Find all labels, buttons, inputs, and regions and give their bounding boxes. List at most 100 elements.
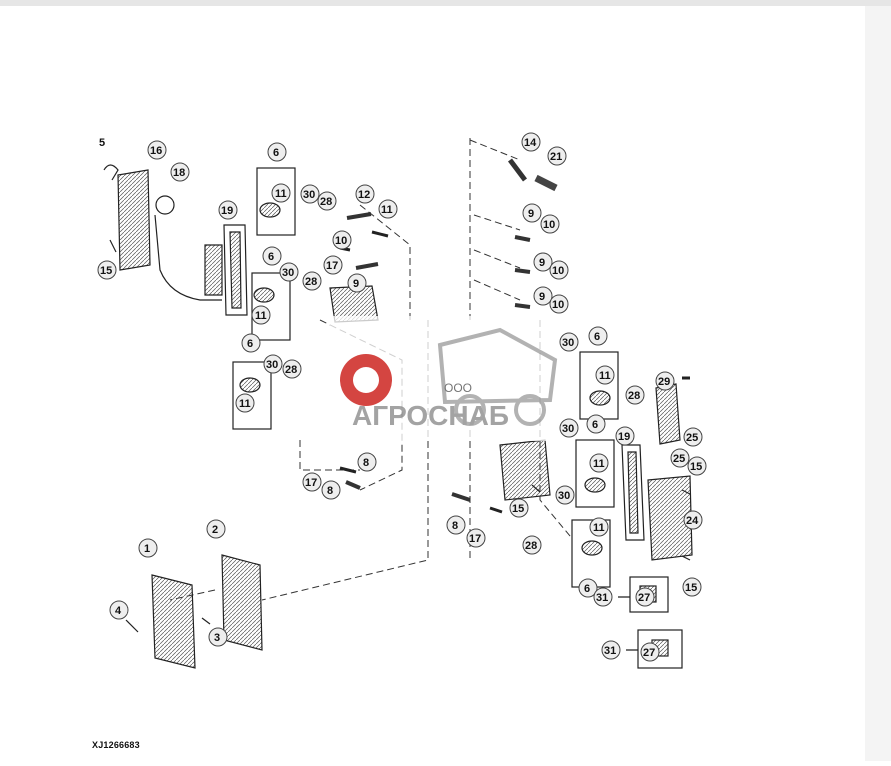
svg-text:6: 6 — [273, 147, 279, 159]
callout-10c: 10 — [549, 260, 569, 280]
callout-29: 29 — [655, 371, 675, 391]
callout-14: 14 — [521, 132, 541, 152]
svg-text:11: 11 — [593, 458, 605, 470]
callout-11: 11 — [271, 183, 291, 203]
callout-27: 28 — [317, 191, 337, 211]
svg-text:28: 28 — [628, 390, 640, 402]
exploded-parts-diagram: ООО АГРОСНАБ 5 16 18 15 19 6 11 30 28 12… — [97, 132, 707, 669]
callout-30d: 30 — [559, 332, 579, 352]
svg-text:17: 17 — [305, 477, 317, 489]
svg-text:30: 30 — [562, 423, 574, 435]
svg-text:31: 31 — [596, 592, 608, 604]
svg-text:17: 17 — [469, 533, 481, 545]
svg-text:8: 8 — [327, 485, 333, 497]
callout-30: 30 — [300, 184, 320, 204]
callout-19: 18 — [170, 162, 190, 182]
svg-text:15: 15 — [685, 582, 697, 594]
callout-30e: 30 — [559, 418, 579, 438]
svg-text:1: 1 — [144, 543, 150, 555]
svg-text:6: 6 — [592, 419, 598, 431]
svg-text:30: 30 — [558, 490, 570, 502]
diagram-canvas: ООО АГРОСНАБ 5 16 18 15 19 6 11 30 28 12… — [0, 6, 865, 761]
callout-11d: 11 — [595, 365, 615, 385]
callout-11e: 11 — [589, 453, 609, 473]
callout-10d: 10 — [549, 294, 569, 314]
callout-15b: 15 — [687, 456, 707, 476]
callout-27d: 28 — [522, 535, 542, 555]
svg-text:6: 6 — [594, 331, 600, 343]
callout-11f: 11 — [589, 517, 609, 537]
svg-text:19: 19 — [221, 205, 233, 217]
callout-27c: 28 — [282, 359, 302, 379]
callout-26: 27 — [635, 587, 655, 607]
callout-8b: 8 — [357, 452, 377, 472]
figure-id: XJ1266683 — [92, 740, 140, 750]
callout-21: 19 — [218, 200, 238, 220]
callout-30f: 30 — [555, 485, 575, 505]
svg-text:21: 21 — [550, 151, 562, 163]
svg-text:30: 30 — [282, 267, 294, 279]
svg-text:6: 6 — [584, 583, 590, 595]
callout-9d: 9 — [533, 286, 553, 306]
callout-25: 25 — [683, 427, 703, 447]
callout-17b: 17 — [466, 528, 486, 548]
watermark-company: АГРОСНАБ — [352, 400, 509, 431]
callout-26b: 27 — [640, 642, 660, 662]
callout-2: 2 — [206, 519, 226, 539]
svg-text:15: 15 — [512, 503, 524, 515]
svg-text:3: 3 — [214, 632, 220, 644]
svg-text:11: 11 — [275, 188, 287, 200]
callout-24: 24 — [683, 510, 703, 530]
callout-6e: 6 — [586, 414, 606, 434]
callout-30b: 30 — [279, 262, 299, 282]
svg-text:29: 29 — [658, 376, 670, 388]
svg-text:18: 18 — [173, 167, 185, 179]
svg-text:11: 11 — [381, 204, 393, 216]
svg-text:12: 12 — [358, 189, 370, 201]
svg-text:2: 2 — [212, 524, 218, 536]
callout-31: 31 — [593, 587, 613, 607]
callout-6d: 6 — [588, 326, 608, 346]
svg-text:6: 6 — [247, 338, 253, 350]
callout-10: 10 — [332, 230, 352, 250]
callout-8c: 8 — [446, 515, 466, 535]
callout-12: 11 — [378, 199, 398, 219]
svg-text:8: 8 — [452, 520, 458, 532]
svg-text:10: 10 — [543, 219, 555, 231]
svg-text:30: 30 — [266, 359, 278, 371]
callout-25b: 25 — [670, 448, 690, 468]
svg-text:16: 16 — [150, 145, 162, 157]
svg-text:28: 28 — [320, 196, 332, 208]
parts — [103, 158, 693, 669]
tractor-icon — [437, 327, 558, 426]
callout-15c: 15 — [509, 498, 529, 518]
svg-text:11: 11 — [255, 310, 267, 322]
right-scroll-gutter — [865, 6, 891, 761]
callout-6c: 6 — [241, 333, 261, 353]
svg-text:14: 14 — [524, 137, 537, 149]
callout-13: 12 — [355, 184, 375, 204]
svg-text:28: 28 — [305, 276, 317, 288]
callout-18: 17 — [323, 255, 343, 275]
callout-16: 16 — [147, 140, 167, 160]
svg-text:4: 4 — [115, 605, 122, 617]
svg-text:9: 9 — [539, 257, 545, 269]
callout-15d: 15 — [682, 577, 702, 597]
callout-9b: 9 — [522, 203, 542, 223]
callout-21b: 19 — [615, 426, 635, 446]
svg-text:10: 10 — [552, 299, 564, 311]
svg-text:30: 30 — [303, 189, 315, 201]
callout-6: 6 — [267, 142, 287, 162]
callout-9: 9 — [347, 273, 367, 293]
svg-text:25: 25 — [686, 432, 698, 444]
callout-11b: 11 — [251, 305, 271, 325]
svg-text:9: 9 — [539, 291, 545, 303]
callout-3: 3 — [208, 627, 228, 647]
svg-text:6: 6 — [268, 251, 274, 263]
svg-text:5: 5 — [99, 137, 105, 149]
gear-icon — [340, 354, 392, 406]
callout-17: 17 — [302, 472, 322, 492]
svg-text:10: 10 — [335, 235, 347, 247]
watermark-prefix: ООО — [444, 381, 472, 395]
callout-labels: 5 16 18 15 19 6 11 30 28 12 11 10 6 30 2… — [97, 132, 707, 662]
